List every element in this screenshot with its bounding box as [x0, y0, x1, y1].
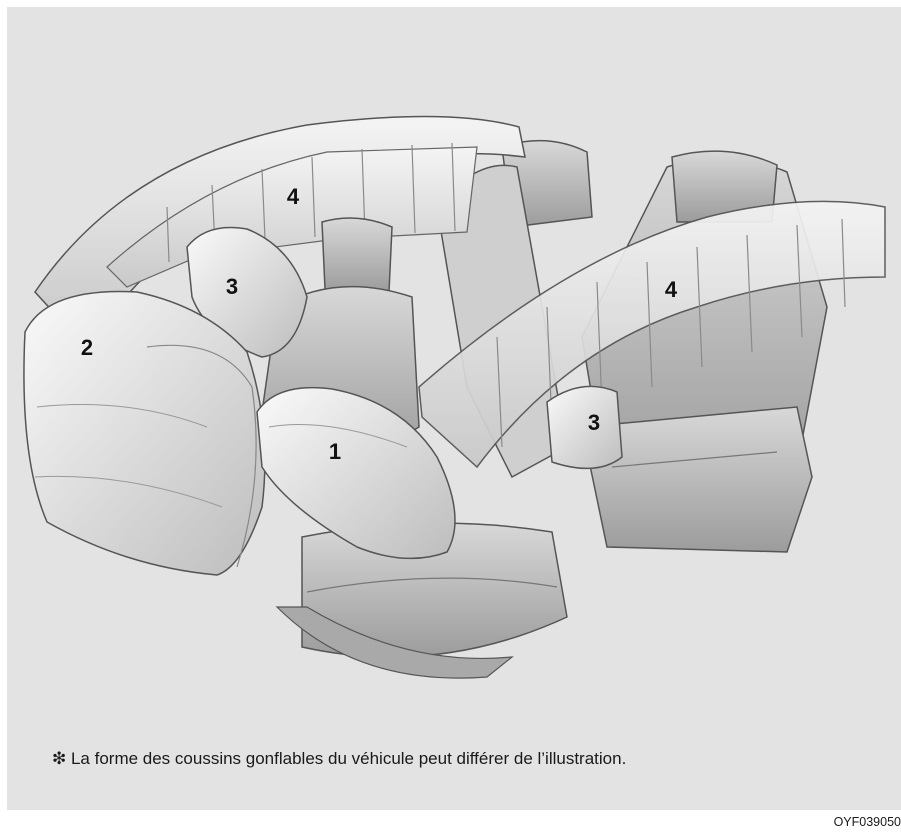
label-4-right: 4: [665, 277, 678, 302]
rear-side-airbag: [547, 386, 622, 468]
passenger-front-airbag: [24, 292, 265, 576]
label-4-left: 4: [287, 184, 300, 209]
label-3-front: 3: [226, 274, 238, 299]
illustration-note: ❇ La forme des coussins gonflables du vé…: [52, 749, 892, 769]
label-3-rear: 3: [588, 410, 600, 435]
figure-panel: 1 2 3 3 4 4 ❇ La forme des coussins gonf…: [7, 7, 901, 810]
label-1: 1: [329, 439, 341, 464]
airbag-illustration: 1 2 3 3 4 4: [7, 7, 901, 707]
label-2: 2: [81, 335, 93, 360]
figure-code: OYF039050: [834, 815, 901, 829]
